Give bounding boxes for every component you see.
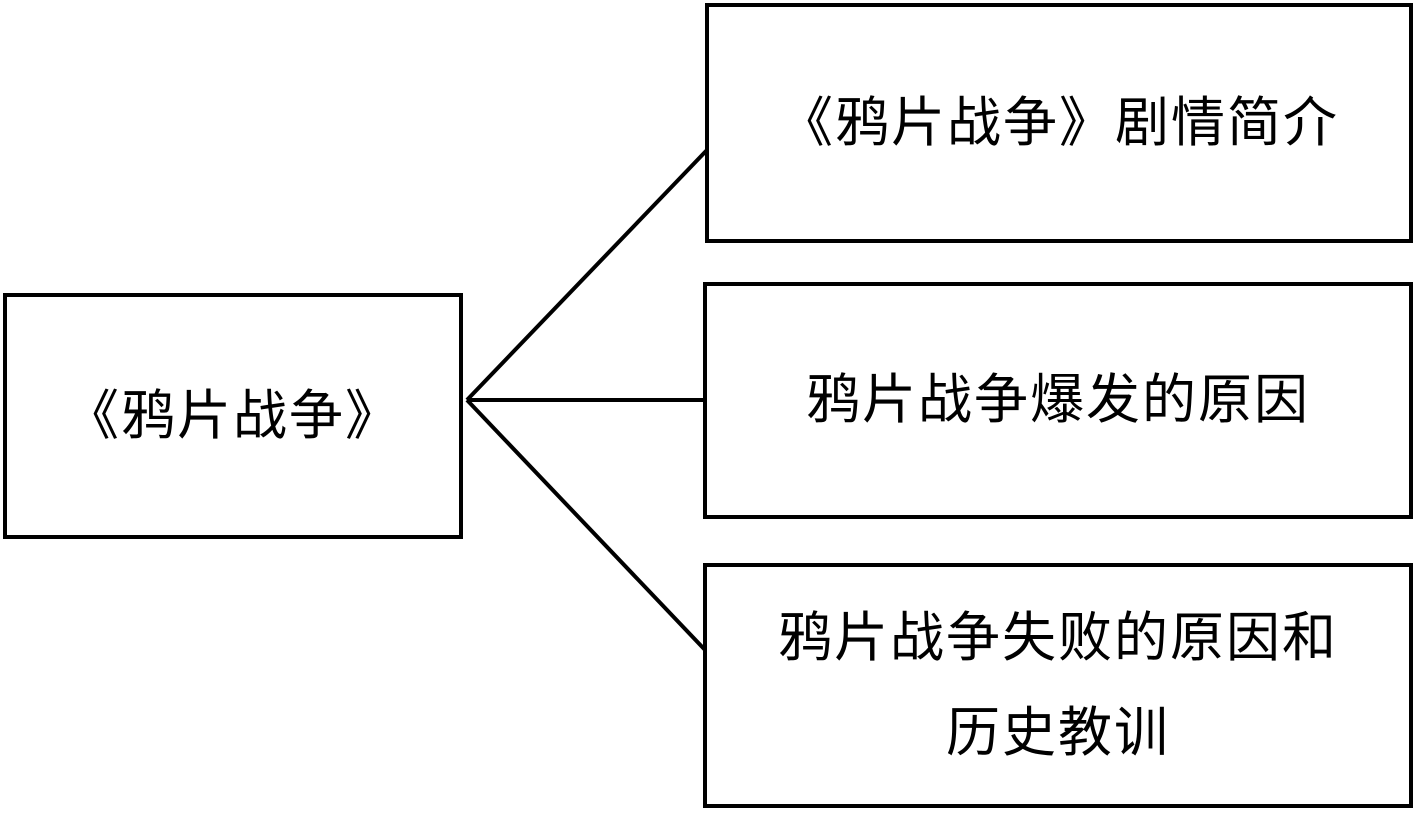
child-node-failure-lessons-label-line2: 历史教训 (946, 702, 1170, 763)
child-node-failure-lessons: 鸦片战争失败的原因和 历史教训 (703, 563, 1413, 808)
root-node-opium-war: 《鸦片战争》 (3, 293, 463, 539)
connector-root-to-child-3 (465, 398, 709, 654)
child-node-outbreak-causes-label: 鸦片战争爆发的原因 (806, 370, 1310, 431)
child-node-plot-summary: 《鸦片战争》剧情简介 (705, 3, 1413, 243)
child-node-plot-summary-label: 《鸦片战争》剧情简介 (779, 92, 1339, 153)
child-node-outbreak-causes: 鸦片战争爆发的原因 (703, 282, 1413, 519)
root-node-label: 《鸦片战争》 (65, 385, 401, 446)
connector-root-to-child-1 (465, 148, 709, 402)
child-node-failure-lessons-label-line1: 鸦片战争失败的原因和 (778, 607, 1338, 668)
